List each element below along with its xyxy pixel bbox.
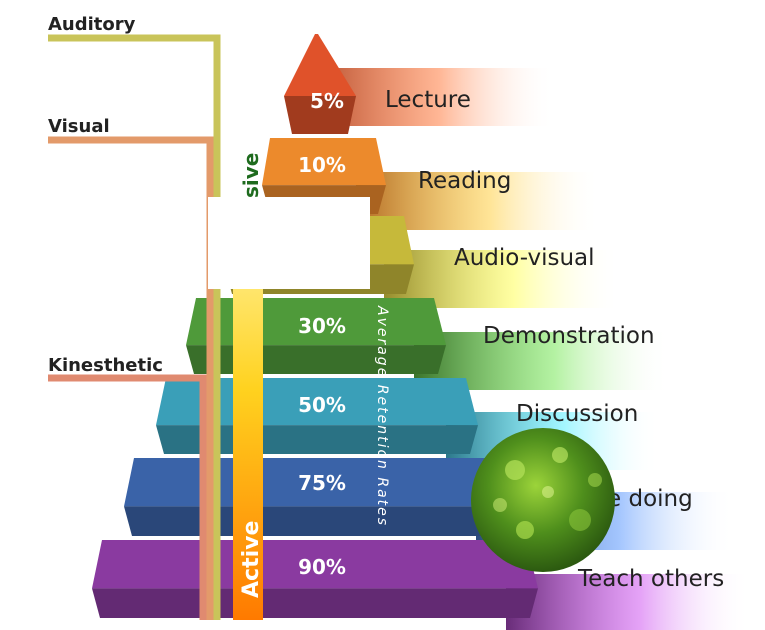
shrub-ball-image [471, 428, 615, 572]
level-percent-1: 10% [298, 153, 346, 177]
visual-label: Visual [48, 116, 110, 137]
level-label-3: Demonstration [483, 323, 655, 349]
level-label-6: Teach others [577, 566, 724, 592]
level-percent-6: 90% [298, 555, 346, 579]
tier-base-0 [284, 96, 356, 134]
tier-base-6 [92, 588, 538, 618]
level-percent-5: 75% [298, 471, 346, 495]
average-retention-rates-label: Average Retention Rates [374, 305, 390, 527]
level-label-1: Reading [418, 168, 511, 194]
auditory-bracket-line [48, 34, 221, 620]
level-percent-0: 5% [310, 89, 344, 113]
tier-face-0 [284, 34, 356, 96]
passive-label: sive [239, 153, 263, 198]
level-percent-3: 30% [298, 314, 346, 338]
kinesthetic-label: Kinesthetic [48, 355, 163, 376]
visual-bracket-line [48, 136, 214, 620]
level-label-4: Discussion [516, 401, 638, 427]
side-brackets [48, 34, 221, 620]
kinesthetic-bracket-line [48, 374, 207, 620]
banner-6 [506, 574, 750, 630]
active-label: Active [239, 521, 264, 598]
tier-face-1 [262, 138, 386, 186]
level-label-0: Lecture [385, 87, 471, 113]
level-percent-4: 50% [298, 393, 346, 417]
tier-base-3 [186, 345, 446, 374]
auditory-label: Auditory [48, 14, 136, 35]
level-label-2: Audio-visual [454, 245, 595, 271]
tier-base-5 [124, 506, 508, 536]
white-occluding-box [208, 197, 370, 289]
